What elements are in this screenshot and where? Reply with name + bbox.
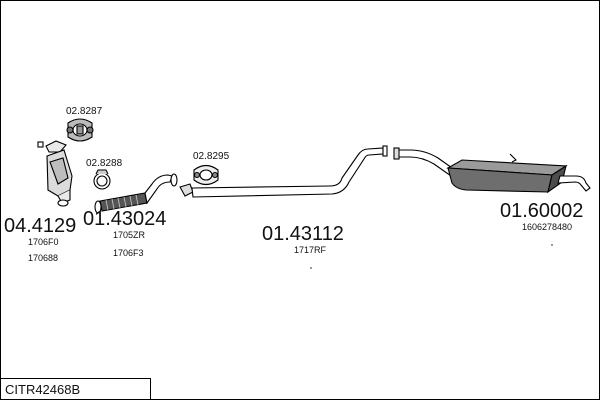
part-ref: 1606278480 — [522, 222, 572, 232]
catalytic-converter[interactable] — [37, 140, 73, 207]
ring-clamp-02-8288[interactable] — [93, 169, 111, 190]
part-ref: 1706F3 — [113, 248, 144, 258]
part-number-01-43024: 01.43024 — [83, 208, 166, 230]
rear-silencer[interactable] — [393, 147, 591, 194]
middle-pipe[interactable] — [179, 145, 388, 198]
part-ref: 170688 — [28, 253, 58, 263]
gasket-fitting-02-8295[interactable] — [193, 164, 219, 186]
part-ref: 1706F0 — [28, 237, 59, 247]
fitting-code-02-8287: 02.8287 — [66, 106, 103, 117]
dot-mark — [310, 267, 312, 269]
part-number-04-4129: 04.4129 — [4, 215, 76, 237]
dot-mark — [551, 244, 553, 246]
part-ref: 1717RF — [294, 245, 327, 255]
part-number-01-60002: 01.60002 — [500, 200, 583, 222]
fitting-code-02-8288: 02.8288 — [86, 158, 123, 169]
part-number-01-43112: 01.43112 — [262, 223, 344, 245]
front-pipe[interactable] — [94, 173, 178, 214]
part-ref: 1705ZR — [113, 230, 146, 240]
clamp-fitting-02-8287[interactable] — [66, 118, 94, 142]
fitting-code-02-8295: 02.8295 — [193, 151, 230, 162]
diagram-code: CITR42468B — [5, 382, 80, 397]
